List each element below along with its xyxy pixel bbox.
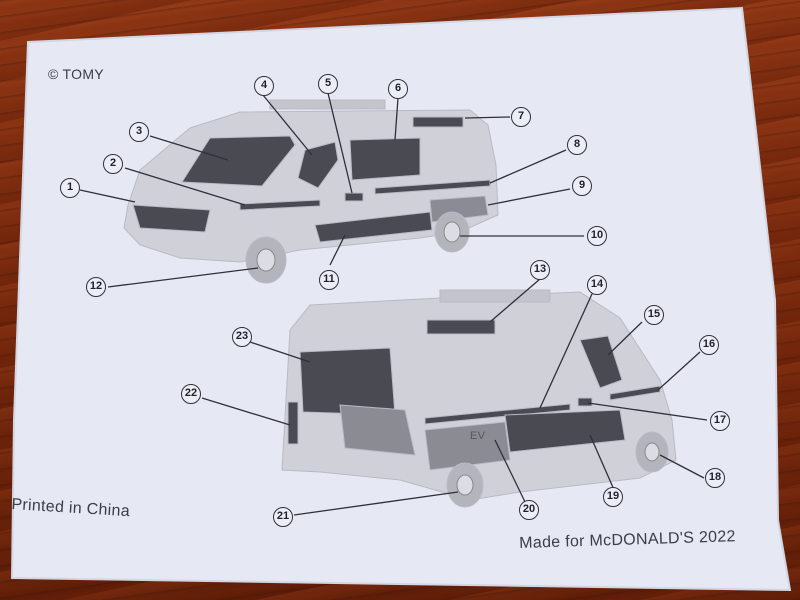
- callout-13: 13: [530, 260, 550, 280]
- callout-19: 19: [603, 487, 623, 507]
- callout-9: 9: [572, 176, 592, 196]
- van-rear-view: [281, 289, 677, 508]
- callout-2: 2: [103, 154, 123, 174]
- copyright-text: © TOMY: [48, 66, 104, 82]
- callout-22: 22: [181, 384, 201, 404]
- callout-5: 5: [318, 74, 338, 94]
- callout-8: 8: [567, 135, 587, 155]
- callout-18: 18: [705, 468, 725, 488]
- van-front-view: [123, 99, 499, 284]
- callout-12: 12: [86, 277, 106, 297]
- callout-10: 10: [587, 226, 607, 246]
- callout-7: 7: [511, 107, 531, 127]
- callout-4: 4: [254, 76, 274, 96]
- callout-11: 11: [319, 270, 339, 290]
- leader-lines: [79, 92, 708, 516]
- callout-16: 16: [699, 335, 719, 355]
- callout-15: 15: [644, 305, 664, 325]
- callout-1: 1: [60, 178, 80, 198]
- callout-3: 3: [129, 122, 149, 142]
- callout-21: 21: [273, 507, 293, 527]
- callout-6: 6: [388, 79, 408, 99]
- callout-17: 17: [710, 411, 730, 431]
- callout-23: 23: [232, 327, 252, 347]
- ev-marking: EV: [470, 430, 486, 442]
- callout-14: 14: [587, 275, 607, 295]
- callout-20: 20: [519, 500, 539, 520]
